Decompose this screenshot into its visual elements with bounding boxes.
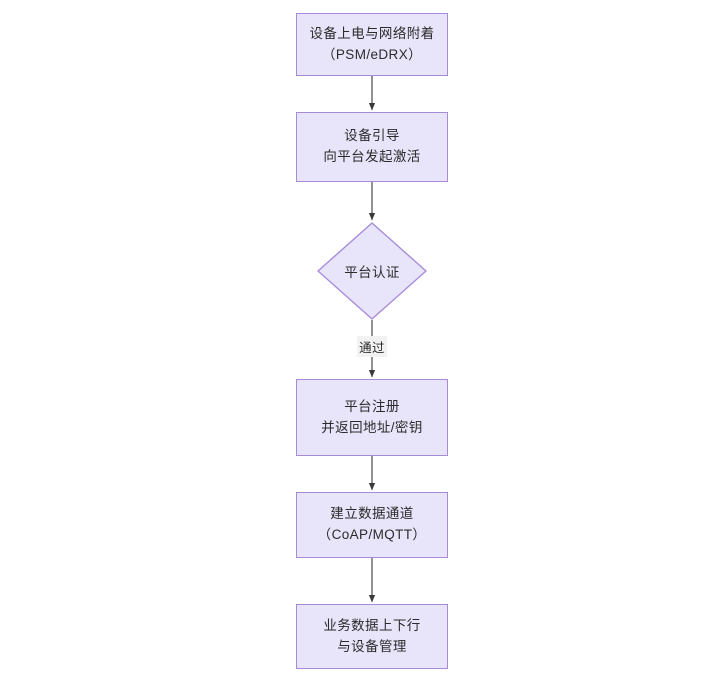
node-bootstrap-line2: 向平台发起激活 [323, 149, 421, 164]
edge-label-pass: 通过 [357, 336, 387, 357]
node-data-channel-line2: （CoAP/MQTT） [317, 527, 427, 542]
node-bootstrap-line1: 设备引导 [344, 128, 400, 144]
node-power-on-line1: 设备上电与网络附着 [309, 25, 435, 41]
node-business-data[interactable]: 业务数据上下行 与设备管理 [296, 604, 448, 669]
node-platform-auth[interactable]: 平台认证 [317, 222, 427, 320]
node-data-channel-line1: 建立数据通道 [330, 506, 414, 522]
node-power-on-line2: （PSM/eDRX） [321, 46, 423, 62]
node-platform-register-line1: 平台注册 [344, 398, 400, 414]
node-business-data-line1: 业务数据上下行 [323, 617, 421, 633]
node-data-channel[interactable]: 建立数据通道 （CoAP/MQTT） [296, 492, 448, 558]
diamond-shape-icon [317, 222, 427, 320]
node-platform-register-line2: 并返回地址/密钥 [321, 419, 423, 435]
node-bootstrap[interactable]: 设备引导 向平台发起激活 [296, 112, 448, 182]
node-power-on[interactable]: 设备上电与网络附着 （PSM/eDRX） [296, 13, 448, 76]
node-platform-auth-label: 平台认证 [344, 265, 400, 280]
node-business-data-line2: 与设备管理 [337, 638, 407, 654]
node-platform-register[interactable]: 平台注册 并返回地址/密钥 [296, 379, 448, 456]
